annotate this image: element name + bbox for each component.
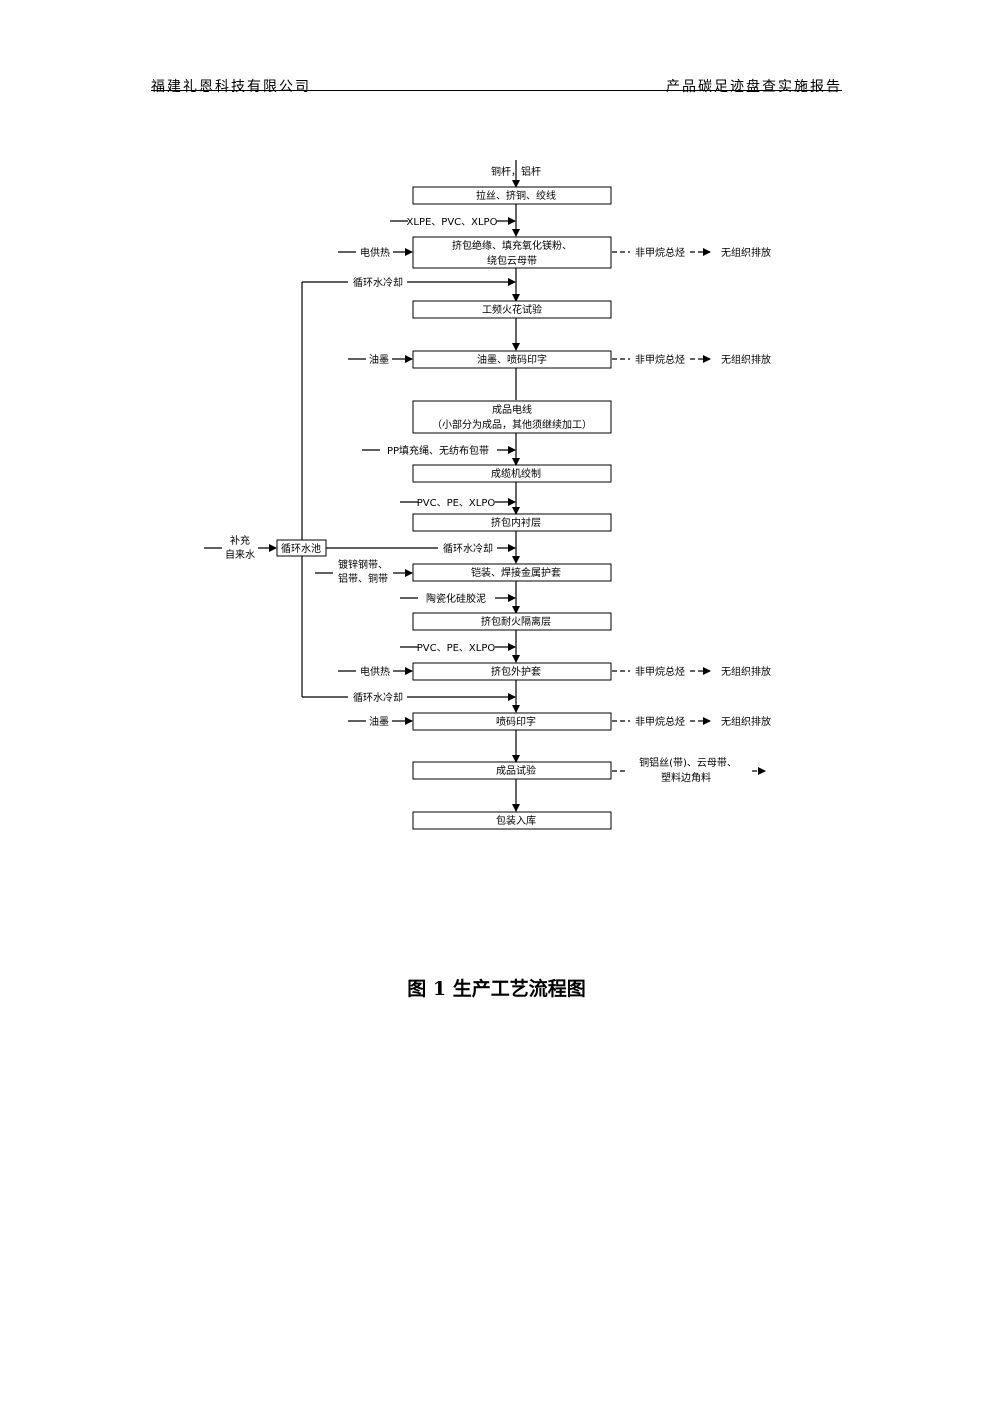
- step-packaging-box: [412, 811, 612, 830]
- waste-line2: 塑料边角料: [661, 771, 711, 784]
- input-ceramic: 陶瓷化硅胶泥: [426, 592, 486, 605]
- step-final-test-box: [412, 761, 612, 780]
- step-printing-box: [412, 350, 612, 369]
- input-cooling-1: 循环水冷却: [353, 276, 403, 289]
- input-steel-line2: 铝带、铜带: [338, 573, 388, 585]
- step-12-label: 成品试验: [496, 764, 536, 777]
- emission-label-3: 无组织排放: [721, 665, 771, 678]
- step-7-label: 挤包内衬层: [491, 516, 541, 529]
- step-finished-wire-box: [412, 400, 612, 434]
- waste-line1: 铜铝丝(带)、云母带、: [639, 757, 737, 769]
- vocs-label-1: 非甲烷总烃: [635, 246, 685, 259]
- step-3-label: 工频火花试验: [482, 303, 542, 316]
- process-boxes: [276, 186, 612, 830]
- step-outer-sheath-box: [412, 662, 612, 681]
- step-9-label: 挤包耐火隔离层: [481, 615, 551, 628]
- pool-box: [276, 539, 327, 557]
- step-spark-test-box: [412, 300, 612, 319]
- input-power-2: 电供热: [360, 665, 390, 678]
- step-1-label: 拉丝、挤铜、绞线: [476, 189, 556, 202]
- step-2b-label: 绕包云母带: [487, 254, 537, 267]
- input-ink-1: 油墨: [369, 353, 389, 366]
- input-ink-2: 油墨: [369, 715, 389, 728]
- flow-lines: [204, 160, 766, 812]
- input-xlpe: XLPE、PVC、XLPO: [407, 217, 498, 228]
- input-cooling-3: 循环水冷却: [353, 691, 403, 704]
- header-rule: [151, 90, 842, 91]
- step-2a-label: 挤包绝缘、填充氧化镁粉、: [452, 239, 572, 252]
- vocs-label-4: 非甲烷总烃: [635, 715, 685, 728]
- input-cooling-2: 循环水冷却: [443, 542, 493, 555]
- input-pvc-2: PVC、PE、XLPO: [417, 643, 496, 654]
- step-11-label: 喷码印字: [496, 715, 536, 728]
- figure-caption: 图 1 生产工艺流程图: [407, 978, 586, 1000]
- input-pvc-1: PVC、PE、XLPO: [417, 498, 496, 509]
- step-13-label: 包装入库: [496, 814, 536, 827]
- step-fire-barrier-box: [412, 612, 612, 631]
- step-armoring-box: [412, 563, 612, 582]
- step-cabling-box: [412, 464, 612, 483]
- step-8-label: 铠装、焊接金属护套: [471, 566, 561, 579]
- emission-label-4: 无组织排放: [721, 715, 771, 728]
- step-insulation-box: [412, 236, 612, 269]
- vocs-label-3: 非甲烷总烃: [635, 665, 685, 678]
- emission-label-2: 无组织排放: [721, 353, 771, 366]
- step-inner-lining-box: [412, 513, 612, 532]
- header-company: 福建礼恩科技有限公司: [151, 79, 311, 95]
- pool-label: 循环水池: [281, 542, 321, 555]
- header-report-title: 产品碳足迹盘查实施报告: [666, 79, 842, 95]
- makeup-water-line2: 自来水: [225, 548, 255, 561]
- step-final-printing-box: [412, 712, 612, 731]
- input-steel-line1: 镀锌钢带、: [338, 558, 388, 571]
- step-4-label: 油墨、喷码印字: [477, 353, 547, 366]
- step-drawing-box: [412, 186, 612, 205]
- input-power-1: 电供热: [360, 246, 390, 259]
- emission-label-1: 无组织排放: [721, 246, 771, 259]
- input-top: 铜杆，铝杆: [491, 166, 541, 178]
- step-10-label: 挤包外护套: [491, 665, 541, 678]
- input-pp: PP填充绳、无纺布包带: [387, 444, 489, 457]
- step-5a-label: 成品电线: [492, 403, 532, 416]
- vocs-label-2: 非甲烷总烃: [635, 353, 685, 366]
- step-5b-label: （小部分为成品，其他须继续加工）: [432, 418, 592, 431]
- makeup-water-line1: 补充: [230, 534, 250, 547]
- step-6-label: 成缆机绞制: [491, 467, 541, 480]
